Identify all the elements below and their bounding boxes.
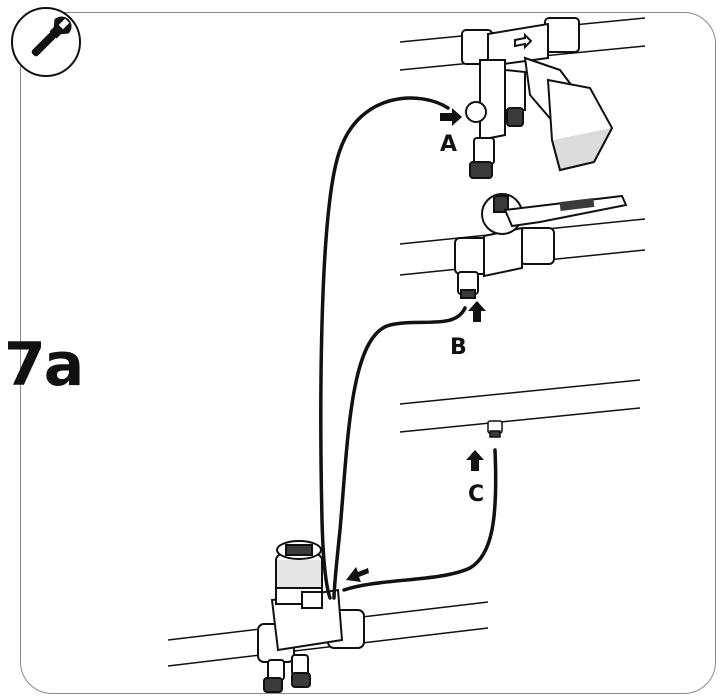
capillary-tubes bbox=[319, 96, 498, 600]
test-point-c bbox=[487, 420, 503, 438]
wrench-icon bbox=[11, 7, 81, 77]
arrow-c-icon bbox=[466, 450, 484, 471]
arrow-a-icon bbox=[440, 108, 462, 126]
port-label-b: B bbox=[450, 335, 467, 360]
illustration-frame bbox=[20, 12, 716, 694]
port-label-a: A bbox=[440, 132, 458, 157]
arrow-b-icon bbox=[468, 301, 486, 322]
capillary-a bbox=[319, 96, 450, 600]
step-label: 7a bbox=[4, 330, 84, 400]
capillary-b bbox=[332, 306, 467, 600]
strainer-valve-a bbox=[461, 17, 614, 179]
port-label-c: C bbox=[468, 482, 485, 507]
capillary-c bbox=[342, 448, 498, 592]
flow-arrows bbox=[346, 108, 486, 582]
pipe-lower bbox=[399, 379, 641, 433]
pressure-controller bbox=[257, 540, 365, 693]
ball-valve-b bbox=[454, 193, 628, 299]
arrow-controller-icon bbox=[346, 567, 369, 582]
